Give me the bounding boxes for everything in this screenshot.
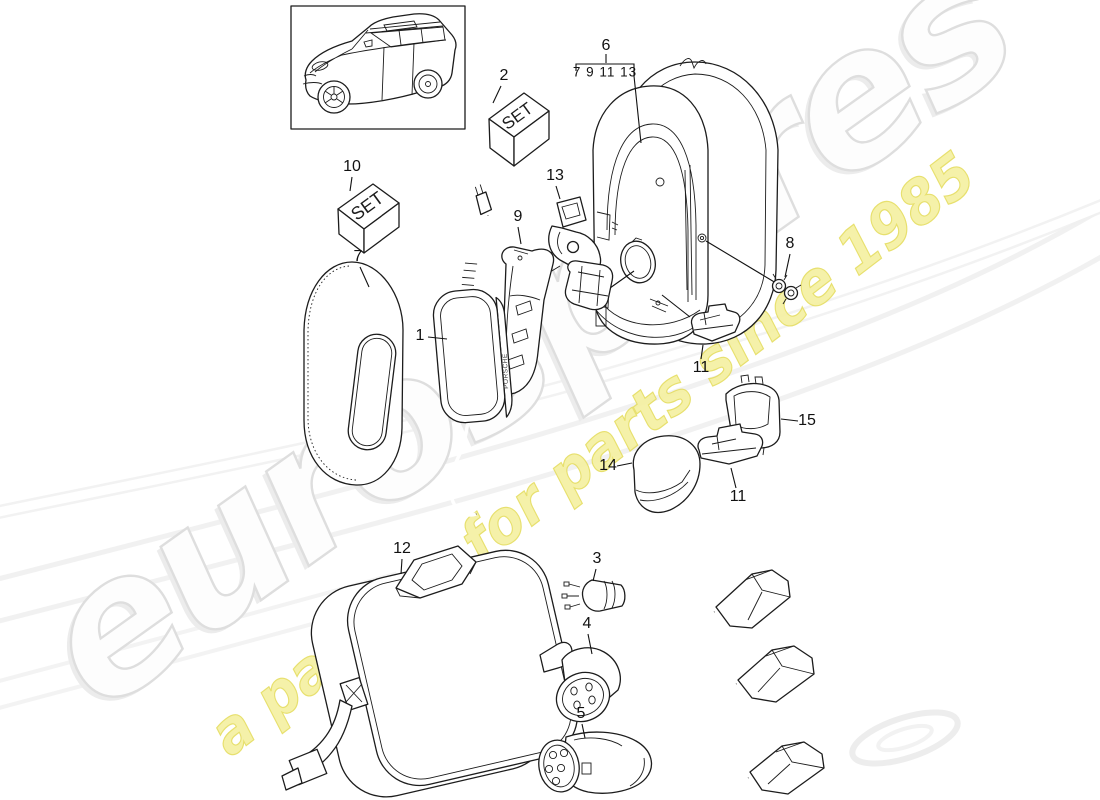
part-1-power-supply: PORSCHE (432, 184, 513, 517)
part-label-10[interactable]: 10 (343, 158, 361, 175)
part-label-12[interactable]: 12 (393, 540, 411, 557)
part-11-clip-adapter (697, 423, 764, 465)
part-8-plug (705, 240, 802, 305)
part-label-11-housing[interactable]: 11 (692, 359, 710, 376)
part-10-set-box: SET (337, 183, 400, 254)
part-label-7[interactable]: 7 (353, 248, 363, 265)
part-13-bracket (541, 196, 602, 274)
part-label-15[interactable]: 15 (798, 412, 816, 429)
part-11-clip-housing (661, 294, 741, 342)
leader-lines (349, 54, 799, 739)
vehicle-thumbnail (290, 5, 466, 130)
part-12-case (281, 545, 579, 798)
psu-brand-text: PORSCHE (502, 353, 510, 389)
car-front-wheel (317, 80, 351, 114)
part-label-13[interactable]: 13 (546, 167, 564, 184)
car-rear-wheel (413, 69, 443, 99)
part-label-1[interactable]: 1 (415, 327, 425, 344)
part-label-11-adapter[interactable]: 11 (729, 488, 747, 505)
case-strap (281, 676, 369, 791)
part-label-3[interactable]: 3 (592, 550, 602, 567)
part-label-4[interactable]: 4 (582, 615, 592, 632)
small-mount-plate (564, 260, 635, 311)
part-label-8[interactable]: 8 (785, 235, 795, 252)
part-2-set-box: SET (488, 92, 550, 167)
part-5-ev-cable (538, 731, 825, 795)
part-7-cover (303, 261, 404, 486)
part-label-2[interactable]: 2 (499, 67, 509, 84)
part-group-label-7-9-11-13[interactable]: 7 9 11 13 (572, 64, 638, 80)
part-label-6[interactable]: 6 (601, 37, 611, 54)
part-label-5[interactable]: 5 (576, 705, 586, 722)
part-14-cap (632, 435, 701, 514)
part-3-mains-cable (561, 569, 791, 629)
part-4-adapter-cable (555, 645, 815, 723)
part-label-9[interactable]: 9 (513, 208, 523, 225)
part-6-charger-housing (592, 58, 779, 345)
part-label-14[interactable]: 14 (599, 457, 617, 474)
background-swoosh (0, 199, 1100, 767)
